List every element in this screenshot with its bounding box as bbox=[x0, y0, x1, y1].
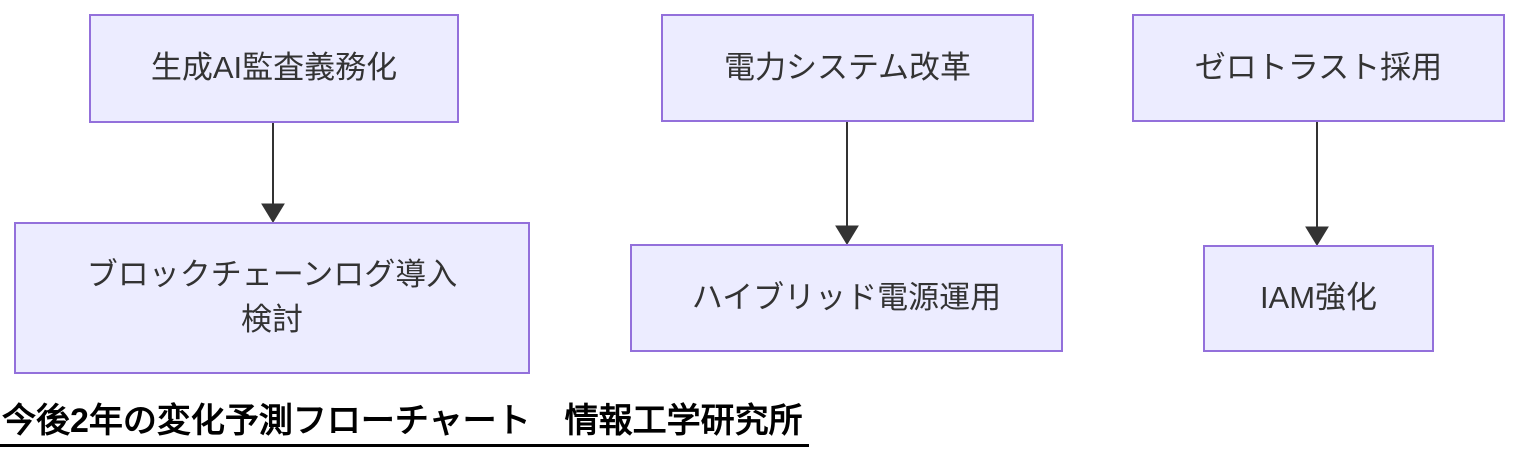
flow-node-label: ゼロトラスト採用 bbox=[1194, 49, 1443, 85]
flow-node-gen-ai-audit: 生成AI監査義務化 bbox=[89, 14, 459, 123]
flow-node-power-system-reform: 電力システム改革 bbox=[661, 14, 1034, 122]
diagram-title: 今後2年の変化予測フローチャート 情報工学研究所 bbox=[0, 401, 809, 447]
flow-node-label: ハイブリッド電源運用 bbox=[691, 279, 1002, 315]
flow-node-iam: IAM強化 bbox=[1203, 245, 1434, 352]
edge-arrow-2 bbox=[835, 122, 859, 245]
flow-node-hybrid-power: ハイブリッド電源運用 bbox=[630, 244, 1063, 352]
flow-node-blockchain-log: ブロックチェーンログ導入 検討 bbox=[14, 222, 530, 374]
flow-node-label: 電力システム改革 bbox=[723, 49, 972, 85]
flow-node-label-line2: 検討 bbox=[241, 302, 303, 337]
flow-node-label: IAM強化 bbox=[1259, 280, 1378, 316]
flow-node-label-line1: ブロックチェーンログ導入 bbox=[86, 257, 458, 293]
edge-arrow-3 bbox=[1305, 122, 1329, 246]
flow-node-zero-trust: ゼロトラスト採用 bbox=[1132, 14, 1505, 122]
edge-arrow-1 bbox=[261, 123, 285, 223]
flow-node-label: 生成AI監査義務化 bbox=[150, 50, 398, 86]
